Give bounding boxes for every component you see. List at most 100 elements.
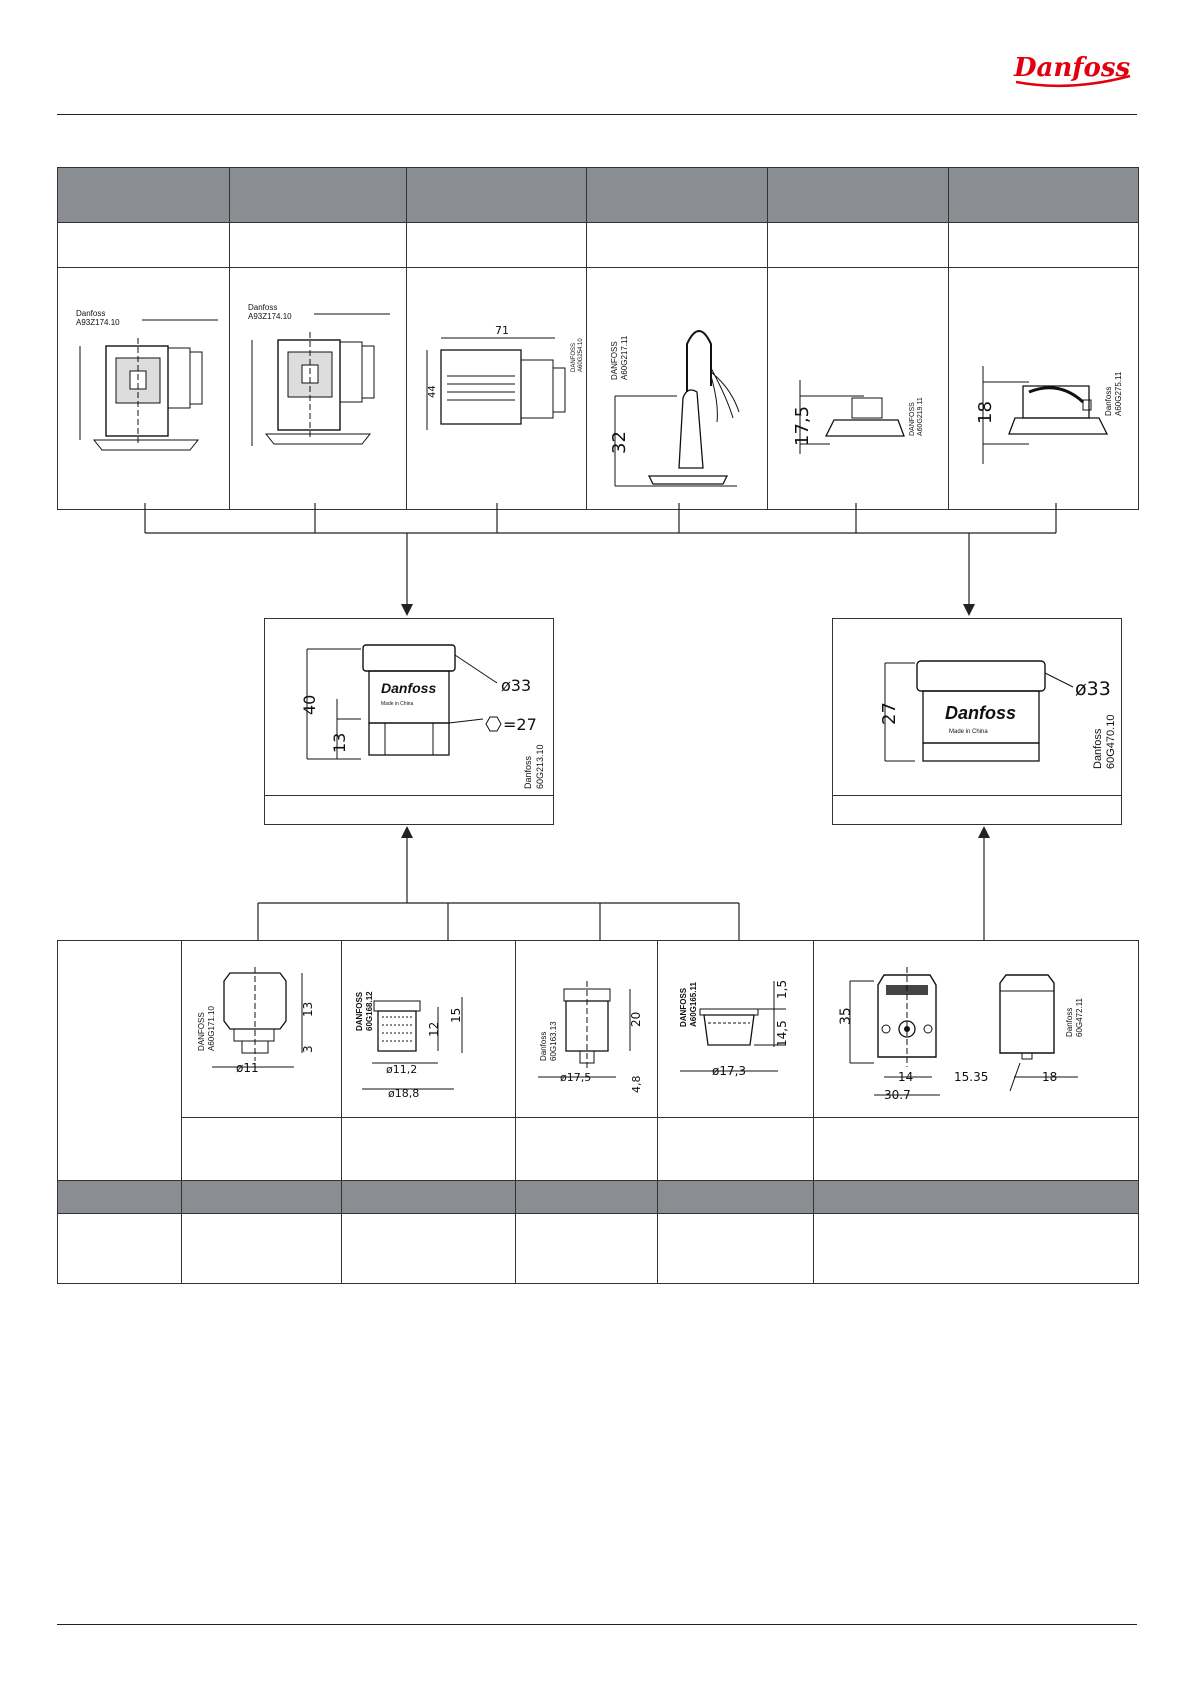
connector-drawing-1: Danfoss A93Z174.10 bbox=[57, 267, 230, 510]
coil-label: Made in China bbox=[381, 701, 413, 707]
bottom-header-cell bbox=[657, 1180, 814, 1214]
dimension-label: 18 bbox=[975, 401, 996, 424]
bottom-header-cell bbox=[515, 1180, 658, 1214]
maker-label: DANFOSS bbox=[197, 1012, 206, 1051]
bottom-value-cell bbox=[515, 1213, 658, 1284]
bottom-header-cell bbox=[181, 1180, 342, 1214]
maker-label: Danfoss bbox=[248, 303, 277, 312]
coil-box-right: 27 Danfoss Made in China ø33 Danfoss 60G… bbox=[832, 618, 1122, 825]
maker-label: DANFOSS bbox=[909, 402, 916, 436]
dimension-label: 14,5 bbox=[775, 1020, 789, 1047]
part-code-label: 60G472.11 bbox=[1075, 997, 1084, 1037]
bottom-label-cell bbox=[657, 1117, 814, 1181]
bottom-header-cell bbox=[341, 1180, 516, 1214]
dimension-label: 13 bbox=[301, 1002, 315, 1017]
dimension-label: ø11 bbox=[236, 1061, 259, 1075]
part-code-label: A60G171.10 bbox=[207, 1006, 216, 1051]
maker-label: Danfoss bbox=[523, 755, 533, 789]
top-header-cell bbox=[229, 167, 407, 223]
connector-drawing-4: DANFOSS A60G217.11 32 bbox=[586, 267, 768, 510]
coil-left-footer bbox=[265, 795, 553, 824]
maker-label: Danfoss bbox=[539, 1032, 548, 1061]
bottom-header-cell bbox=[57, 1180, 182, 1214]
part-code-label: A60G275.11 bbox=[1114, 371, 1123, 416]
dimension-label: 44 bbox=[427, 385, 438, 398]
dimension-label: 1,5 bbox=[775, 980, 789, 999]
dimension-label: ø18,8 bbox=[388, 1087, 419, 1100]
connector-drawing-3: 71 44 DANFOSS A60G254.10 bbox=[406, 267, 587, 510]
dimension-label: 15.35 bbox=[954, 1070, 988, 1084]
top-header-cell bbox=[948, 167, 1139, 223]
dimension-label: 35 bbox=[838, 1007, 854, 1025]
dimension-label: 12 bbox=[427, 1022, 441, 1037]
top-label-cell bbox=[586, 222, 768, 268]
maker-label: DANFOSS bbox=[610, 341, 619, 380]
dimension-label: 15 bbox=[449, 1008, 463, 1023]
part-code-label: 60G213.10 bbox=[535, 744, 545, 789]
maker-label: DANFOSS bbox=[679, 987, 688, 1027]
bottom-value-cell bbox=[813, 1213, 1139, 1284]
part-code-label: 60G470.10 bbox=[1105, 715, 1117, 769]
coil-label: Made in China bbox=[949, 729, 988, 735]
bottom-value-cell bbox=[341, 1213, 516, 1284]
coil-box-left: 40 13 Danfoss Made in China ø33 =27 Danf… bbox=[264, 618, 554, 825]
top-table: Danfoss A93Z174.10 Danfoss A93Z174.10 bbox=[57, 167, 1139, 510]
dimension-label: 27 bbox=[879, 702, 900, 725]
bottom-label-cell bbox=[181, 1117, 342, 1181]
dimension-label: 20 bbox=[629, 1012, 643, 1027]
adapter-drawing-1: DANFOSS A60G171.10 13 3 ø11 bbox=[181, 940, 342, 1118]
part-code-label: A60G165.11 bbox=[689, 982, 698, 1027]
bottom-value-cell bbox=[657, 1213, 814, 1284]
bottom-label-cell bbox=[515, 1117, 658, 1181]
part-code-label: A60G217.11 bbox=[620, 335, 629, 380]
maker-label: Danfoss bbox=[1092, 728, 1104, 769]
bottom-table: DANFOSS A60G171.10 13 3 ø11 DANFOSS 60G1… bbox=[57, 940, 1139, 1284]
dimension-label: =27 bbox=[503, 715, 537, 734]
logo-text: Danfoss bbox=[1013, 53, 1130, 83]
dimension-label: ø33 bbox=[1075, 678, 1111, 700]
adapter-drawing-5: 35 14 30.7 15.35 18 bbox=[813, 940, 1139, 1118]
bottom-row-label-cell bbox=[57, 940, 182, 1181]
bottom-label-cell bbox=[341, 1117, 516, 1181]
dimension-label: 71 bbox=[495, 324, 509, 337]
part-code-label: A60G219.11 bbox=[917, 397, 924, 436]
connector-drawing-5: 17,5 DANFOSS A60G219.11 bbox=[767, 267, 949, 510]
maker-label: Danfoss bbox=[1104, 387, 1113, 416]
bottom-header-cell bbox=[813, 1180, 1139, 1214]
adapter-drawing-3: Danfoss 60G163.13 20 ø17,5 4,8 bbox=[515, 940, 658, 1118]
adapter-drawing-2: DANFOSS 60G168.12 15 12 ø11,2 ø18,8 bbox=[341, 940, 516, 1118]
part-code-label: 60G163.13 bbox=[549, 1021, 558, 1061]
dimension-label: 4,8 bbox=[630, 1076, 643, 1094]
bottom-value-cell bbox=[57, 1213, 182, 1284]
part-code-label: A60G254.10 bbox=[578, 338, 584, 372]
coil-logo: Danfoss bbox=[381, 680, 436, 696]
maker-label: Danfoss bbox=[76, 309, 105, 318]
dimension-label: 17,5 bbox=[792, 406, 813, 446]
bottom-value-cell bbox=[181, 1213, 342, 1284]
dimension-label: 3 bbox=[301, 1045, 315, 1053]
header-rule bbox=[57, 114, 1137, 115]
maker-label: Danfoss bbox=[1065, 1008, 1074, 1037]
dimension-label: 32 bbox=[609, 431, 630, 454]
maker-label: DANFOSS bbox=[571, 343, 577, 372]
dimension-label: 40 bbox=[300, 695, 319, 715]
coil-right-footer bbox=[833, 795, 1121, 824]
part-code-label: A93Z174.10 bbox=[248, 312, 292, 321]
bottom-label-cell bbox=[813, 1117, 1139, 1181]
adapter-drawing-4: DANFOSS A60G165.11 1,5 14,5 ø17,3 bbox=[657, 940, 814, 1118]
dimension-label: ø11,2 bbox=[386, 1063, 417, 1076]
part-code-label: 60G168.12 bbox=[365, 991, 374, 1031]
top-header-cell bbox=[57, 167, 230, 223]
connector-drawing-2: Danfoss A93Z174.10 bbox=[229, 267, 407, 510]
coil-logo: Danfoss bbox=[945, 703, 1016, 723]
connector-drawing-6: 18 Danfoss A60G275.11 bbox=[948, 267, 1139, 510]
footer-rule bbox=[57, 1624, 1137, 1625]
maker-label: DANFOSS bbox=[355, 991, 364, 1031]
part-code-label: A93Z174.10 bbox=[76, 318, 120, 327]
top-label-cell bbox=[767, 222, 949, 268]
top-label-cell bbox=[406, 222, 587, 268]
danfoss-logo: Danfoss bbox=[1013, 53, 1130, 88]
dimension-label: ø33 bbox=[501, 676, 531, 695]
dimension-label: 13 bbox=[330, 733, 349, 753]
